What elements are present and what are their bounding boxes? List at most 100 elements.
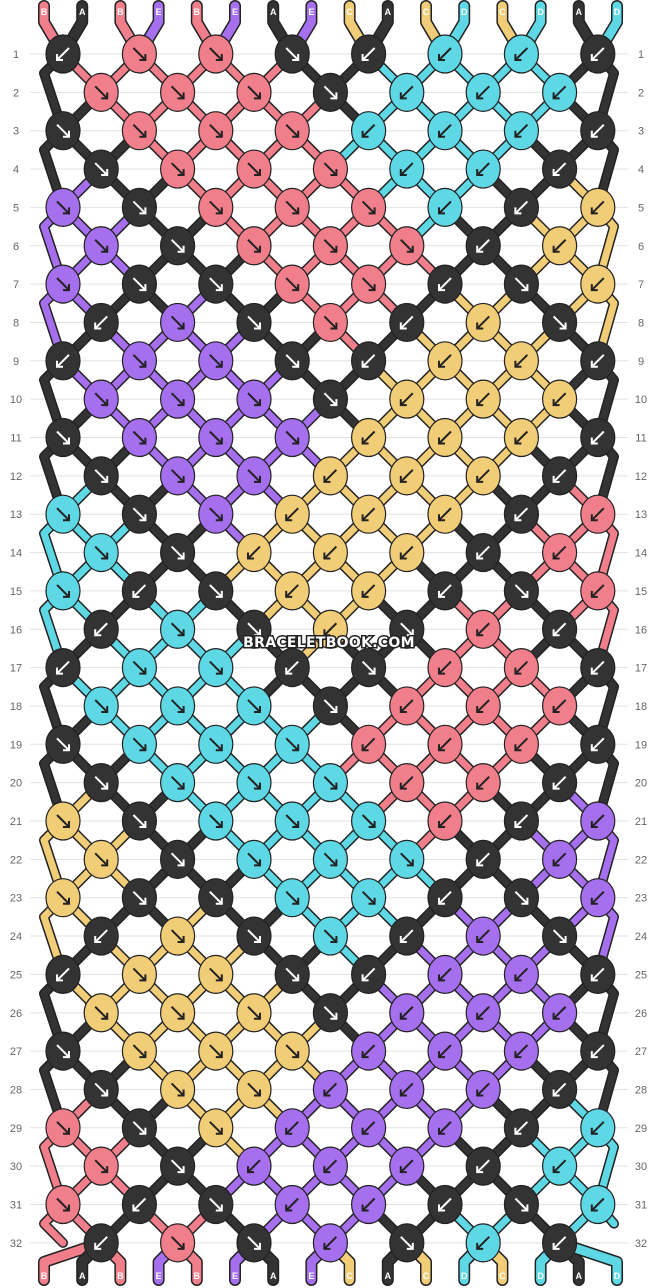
row-number-right: 11 bbox=[635, 433, 646, 445]
arrow-down-right-icon bbox=[139, 1127, 147, 1135]
knot-arrow-shaft bbox=[400, 699, 414, 713]
knot bbox=[427, 417, 463, 458]
knot-arrow-shaft bbox=[285, 507, 299, 521]
knot bbox=[236, 226, 272, 266]
arrow-down-right-icon bbox=[254, 322, 261, 330]
knot-arrow-shaft bbox=[247, 775, 261, 790]
knot bbox=[236, 302, 272, 343]
arrow-down-right-icon bbox=[101, 552, 109, 560]
top-string-label: A bbox=[79, 7, 86, 17]
arrow-down-right-icon bbox=[63, 284, 70, 292]
arrow-down-right-icon bbox=[101, 169, 109, 177]
knot-arrow-shaft bbox=[170, 162, 185, 176]
arrow-down-right-icon bbox=[139, 667, 147, 675]
arrow-down-left-icon bbox=[361, 360, 369, 368]
row-number-right: 29 bbox=[635, 1123, 647, 1135]
arrow-down-left-icon bbox=[476, 1242, 484, 1250]
arrow-down-right-icon bbox=[368, 821, 376, 828]
top-string-label: A bbox=[576, 7, 583, 17]
knot bbox=[427, 111, 463, 151]
knot bbox=[121, 264, 157, 304]
knot-arrow-shaft bbox=[361, 1044, 376, 1058]
arrow-down-left-icon bbox=[323, 475, 331, 483]
top-string-label: E bbox=[308, 7, 314, 17]
bottom-string-label: B bbox=[117, 1271, 124, 1281]
knot bbox=[121, 571, 157, 611]
arrow-down-left-icon bbox=[590, 1127, 598, 1135]
knot-arrow-shaft bbox=[285, 430, 299, 445]
knot-arrow-shaft bbox=[94, 699, 108, 713]
knot-arrow-shaft bbox=[285, 1197, 299, 1212]
knot bbox=[198, 341, 234, 381]
knot-arrow-shaft bbox=[514, 1044, 529, 1058]
knot-arrow-shaft bbox=[514, 430, 529, 445]
knot bbox=[465, 1069, 501, 1110]
knot-arrow-shaft bbox=[56, 584, 70, 598]
arrow-down-left-icon bbox=[323, 629, 331, 637]
knot bbox=[389, 1069, 425, 1110]
arrow-down-left-icon bbox=[590, 744, 598, 752]
knot bbox=[160, 149, 196, 189]
knot bbox=[503, 1184, 540, 1225]
knot bbox=[541, 226, 578, 266]
knot bbox=[351, 417, 387, 458]
knot-arrow-shaft bbox=[170, 775, 185, 790]
knot bbox=[160, 993, 196, 1033]
knot-arrow-shaft bbox=[209, 507, 223, 521]
knot bbox=[236, 993, 272, 1033]
knot bbox=[427, 1108, 463, 1148]
knot bbox=[389, 1223, 425, 1263]
knot-arrow-shaft bbox=[247, 622, 261, 636]
knot-arrow-shaft bbox=[170, 622, 185, 636]
knot-arrow-shaft bbox=[400, 1236, 414, 1250]
knot-arrow-shaft bbox=[285, 277, 299, 291]
row-number-right: 18 bbox=[635, 701, 647, 713]
knot-arrow-shaft bbox=[209, 200, 223, 215]
arrow-down-left-icon bbox=[552, 782, 560, 790]
arrow-down-left-icon bbox=[247, 552, 254, 560]
row-number-right: 32 bbox=[635, 1238, 647, 1250]
knot-arrow-shaft bbox=[132, 277, 147, 291]
knot-arrow-shaft bbox=[209, 660, 223, 675]
knot bbox=[160, 839, 196, 879]
knot-arrow-shaft bbox=[247, 545, 261, 560]
row-number-left: 28 bbox=[10, 1084, 22, 1096]
knot-arrow-shaft bbox=[56, 967, 70, 982]
arrow-down-right-icon bbox=[330, 705, 338, 713]
knot-arrow-shaft bbox=[323, 1236, 338, 1250]
arrow-down-left-icon bbox=[399, 1089, 407, 1097]
knot-arrow-shaft bbox=[591, 1121, 605, 1135]
knot bbox=[312, 149, 348, 189]
bottom-string-label: D bbox=[461, 1271, 468, 1281]
arrow-down-left-icon bbox=[590, 821, 598, 828]
knot-arrow-shaft bbox=[514, 1197, 529, 1212]
knot-arrow-shaft bbox=[552, 545, 567, 560]
knot bbox=[503, 341, 540, 381]
arrow-down-right-icon bbox=[215, 590, 223, 598]
knot bbox=[121, 724, 157, 764]
arrow-down-left-icon bbox=[285, 1204, 293, 1212]
knot-arrow-shaft bbox=[552, 239, 567, 253]
arrow-down-right-icon bbox=[139, 54, 147, 61]
knot-arrow-shaft bbox=[170, 469, 185, 483]
knot bbox=[83, 609, 119, 649]
row-number-right: 17 bbox=[635, 663, 647, 675]
knot-arrow-shaft bbox=[247, 469, 261, 483]
knot-arrow-shaft bbox=[132, 507, 147, 521]
knot bbox=[580, 494, 616, 534]
knot-arrow-shaft bbox=[56, 660, 70, 675]
knot-arrow-shaft bbox=[552, 162, 567, 176]
knot bbox=[580, 1108, 616, 1148]
knot bbox=[541, 149, 578, 189]
arrow-down-right-icon bbox=[139, 744, 147, 752]
top-string-label: B bbox=[117, 7, 124, 17]
knot bbox=[160, 1069, 196, 1110]
knot-arrow-shaft bbox=[247, 85, 261, 100]
bottom-string-label: C bbox=[346, 1271, 353, 1281]
arrow-down-left-icon bbox=[514, 360, 522, 368]
knot bbox=[465, 302, 501, 343]
knot-arrow-shaft bbox=[400, 929, 414, 943]
row-number-right: 24 bbox=[635, 931, 647, 943]
